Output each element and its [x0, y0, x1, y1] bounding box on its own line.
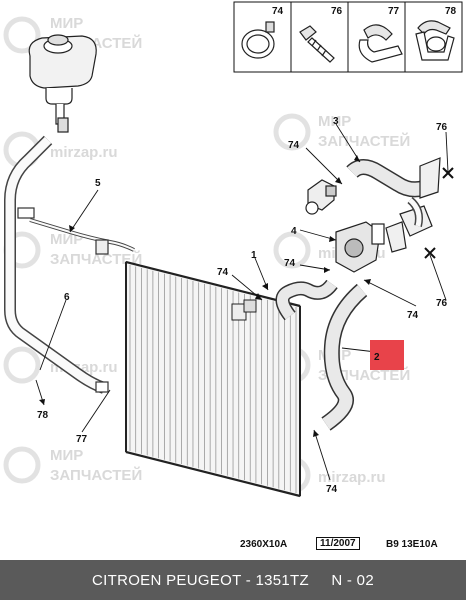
callout-6: 6 [64, 292, 70, 303]
screw-marker [424, 167, 454, 259]
callout-78: 78 [37, 410, 49, 421]
callout-74d: 74 [407, 310, 419, 321]
watermark-brand: МИР [50, 15, 83, 32]
watermark-logo: МИР ЗАПЧАСТЕЙ [273, 113, 410, 151]
watermark-site: mirzap.ru [50, 144, 118, 161]
legend-number: 77 [388, 6, 400, 17]
legend-box: 74 76 77 78 [233, 1, 463, 73]
callout-74a: 74 [217, 267, 229, 278]
clip-band-icon [358, 24, 403, 63]
hose-2 [321, 283, 368, 431]
watermark-site: mirzap.ru [318, 469, 386, 486]
callout-labels: 5 6 78 77 1 74 74 3 74 4 76 76 74 2 74 [37, 116, 448, 495]
legend-number: 78 [445, 6, 457, 17]
hose-5 [29, 218, 135, 255]
callout-3: 3 [333, 116, 339, 127]
reference-code: 2360X10A [240, 539, 288, 550]
expansion-tank [28, 34, 97, 133]
reference-bar: 2360X10A 11/2007 B9 13E10A [0, 530, 466, 552]
callout-74c: 74 [288, 140, 300, 151]
callout-5: 5 [95, 178, 101, 189]
watermark-logo: МИР ЗАПЧАСТЕЙ [3, 231, 142, 269]
callout-74b: 74 [284, 258, 296, 269]
highlight-box [370, 340, 404, 370]
legend-number: 74 [272, 6, 284, 17]
hose-1 [275, 279, 338, 321]
legend-number: 76 [331, 6, 343, 17]
thermostat-housing [335, 221, 385, 273]
callout-76a: 76 [436, 122, 448, 133]
callout-77: 77 [76, 434, 88, 445]
footer-text: CITROEN PEUGEOT - 1351TZ N - 02 [92, 571, 374, 589]
sensor-part [305, 179, 337, 215]
bracket [385, 157, 441, 253]
hose-clip-icon [415, 20, 455, 61]
callout-76b: 76 [436, 298, 448, 309]
radiator [125, 260, 301, 498]
watermark-brand: ЗАПЧАСТЕЙ [318, 132, 410, 150]
watermark-brand: МИР [50, 447, 83, 464]
callout-1: 1 [251, 250, 257, 261]
radiator-fins [129, 265, 297, 493]
hose-6 [4, 135, 109, 394]
reference-code-2: B9 13E10A [386, 539, 438, 550]
parts-diagram: МИР ЗАПЧАСТЕЙ mirzap.ru МИР ЗАПЧАСТЕЙ mi… [3, 1, 463, 498]
footer-caption: CITROEN PEUGEOT - 1351TZ N - 02 [0, 560, 466, 600]
leader-arrows [39, 155, 371, 437]
watermark-brand: ЗАПЧАСТЕЙ [50, 250, 142, 268]
screw-icon [299, 25, 335, 63]
hose-clamp-icon [241, 21, 275, 59]
reference-date: 11/2007 [316, 537, 360, 550]
callout-2: 2 [374, 352, 380, 363]
callout-74e: 74 [326, 484, 338, 495]
watermark-brand: МИР [318, 113, 351, 130]
callout-4: 4 [291, 226, 297, 237]
watermark-brand: ЗАПЧАСТЕЙ [50, 466, 142, 484]
watermark-logo: МИР ЗАПЧАСТЕЙ [3, 446, 142, 484]
hose-3 [346, 159, 427, 198]
